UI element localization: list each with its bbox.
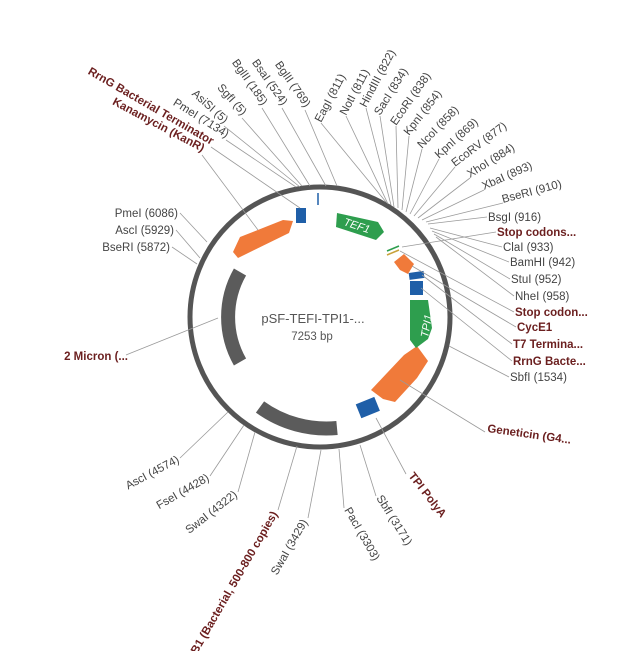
leader-bglii-185 xyxy=(261,107,311,187)
leader-ecori xyxy=(395,125,399,209)
leader-rrng-bacte xyxy=(420,287,513,362)
site-label-clai-933: ClaI (933) xyxy=(503,242,554,254)
feature-label-stop-codons-2: Stop codon... xyxy=(515,307,588,319)
leader-tpi-polya xyxy=(375,417,407,475)
leader-noti xyxy=(345,115,389,205)
site-label-fsei-4428: FseI (4428) xyxy=(155,472,212,512)
leader-ecorv xyxy=(413,166,456,217)
leader-stop-codons-1 xyxy=(401,231,497,248)
feature-tef1[interactable] xyxy=(336,213,384,240)
feature-label-cyce1: CycE1 xyxy=(517,322,553,334)
site-label-asci-4574: AscI (4574) xyxy=(124,454,182,492)
leader-swai-3429 xyxy=(307,449,322,519)
leader-bseri-910 xyxy=(425,202,504,223)
stop-codon-mark-2 xyxy=(386,249,400,256)
site-label-paci-3303: PacI (3303) xyxy=(341,506,381,564)
leader-bamhi xyxy=(431,230,510,263)
feature-label-geneticin: Geneticin (G4... xyxy=(487,423,572,447)
leader-sgfi-5 xyxy=(241,117,303,187)
leader-clai xyxy=(429,227,503,248)
feature-rrng-bacte[interactable] xyxy=(410,281,423,295)
site-label-bsgi-916: BsgI (916) xyxy=(488,212,541,224)
feature-label-tpi1: TPI1 xyxy=(419,314,435,339)
feature-t7-terminator[interactable] xyxy=(408,270,425,280)
site-label-eagi-811: EagI (811) xyxy=(313,72,348,124)
site-label-pmei-6086: PmeI (6086) xyxy=(115,208,178,220)
leader-saci xyxy=(379,115,395,208)
feature-tpi-polya[interactable] xyxy=(355,396,380,419)
leader-asci-4574 xyxy=(179,411,229,459)
feature-cyce1[interactable] xyxy=(394,254,414,274)
site-label-sbfi-1534: SbfI (1534) xyxy=(510,372,567,384)
leader-bsgi xyxy=(427,216,488,225)
site-label-swai-3429: SwaI (3429) xyxy=(269,517,310,577)
site-label-stui-952: StuI (952) xyxy=(511,274,562,286)
leader-ncoi xyxy=(405,148,423,213)
leader-stop-codons-2 xyxy=(399,250,515,313)
leader-bsai-524 xyxy=(281,107,327,187)
leader-geneticin xyxy=(399,379,486,433)
feature-pmb1[interactable] xyxy=(255,401,338,436)
leader-kpni-869 xyxy=(409,158,440,215)
feature-label-tpi-polya: TPI PolyA xyxy=(406,470,449,520)
leader-t7-terminator xyxy=(421,274,513,345)
feature-label-rrng-bacte: RrnG Bacte... xyxy=(513,356,586,368)
leader-hindiii xyxy=(365,107,392,206)
leader-bseri-5872 xyxy=(171,246,198,265)
plasmid-size: 7253 bp xyxy=(291,331,333,343)
plasmid-name: pSF-TEFI-TPI1-... xyxy=(261,311,364,326)
leader-fsei-4428 xyxy=(209,424,245,477)
feature-2-micron[interactable] xyxy=(221,268,247,366)
leader-asci-5929 xyxy=(175,229,201,259)
leader-bglii-769 xyxy=(304,109,338,187)
leader-sbfi-3171 xyxy=(359,444,377,497)
leader-pmb1 xyxy=(277,445,298,511)
backbone-ring xyxy=(187,184,453,450)
feature-label-rrng-terminator: RrnG Bacterial Terminator xyxy=(86,66,216,148)
site-label-bamhi-942: BamHI (942) xyxy=(510,257,575,269)
site-label-sbfi-3171: SbfI (3171) xyxy=(373,493,413,548)
site-label-bseri-910: BseRI (910) xyxy=(501,178,564,206)
leader-nhei xyxy=(435,236,515,297)
feature-label-t7-terminator: T7 Termina... xyxy=(513,339,583,351)
leader-eagi xyxy=(320,122,387,203)
feature-rrng-terminator[interactable] xyxy=(296,208,306,223)
leader-pmei-6086 xyxy=(179,212,208,243)
leader-xhoi xyxy=(417,177,471,219)
feature-tpi1[interactable] xyxy=(410,300,432,348)
site-label-swai-4322: SwaI (4322) xyxy=(184,489,240,537)
leader-rrng-terminator xyxy=(210,146,301,209)
leader-two-micron xyxy=(125,317,219,356)
stop-codon-mark-1 xyxy=(386,245,400,252)
leader-kpni-854 xyxy=(401,135,410,211)
leader-sbfi-1534 xyxy=(448,345,510,378)
leader-paci-3303 xyxy=(338,448,345,509)
site-label-asci-5929: AscI (5929) xyxy=(115,225,174,237)
site-label-nhei-958: NheI (958) xyxy=(515,291,570,303)
feature-label-two-micron: 2 Micron (... xyxy=(64,351,128,363)
feature-geneticin[interactable] xyxy=(371,346,428,402)
leader-swai-4322 xyxy=(237,431,256,493)
leader-pmei-7134 xyxy=(225,139,297,188)
leader-cyce1 xyxy=(411,265,517,328)
leader-asisi-5 xyxy=(223,125,301,188)
leader-xbai xyxy=(421,189,485,221)
feature-kanamycin[interactable] xyxy=(233,220,293,258)
site-label-bseri-5872: BseRI (5872) xyxy=(102,242,170,254)
feature-label-stop-codons-1: Stop codons... xyxy=(497,227,576,239)
leader-stui xyxy=(433,233,511,280)
leader-kanamycin xyxy=(201,154,259,231)
